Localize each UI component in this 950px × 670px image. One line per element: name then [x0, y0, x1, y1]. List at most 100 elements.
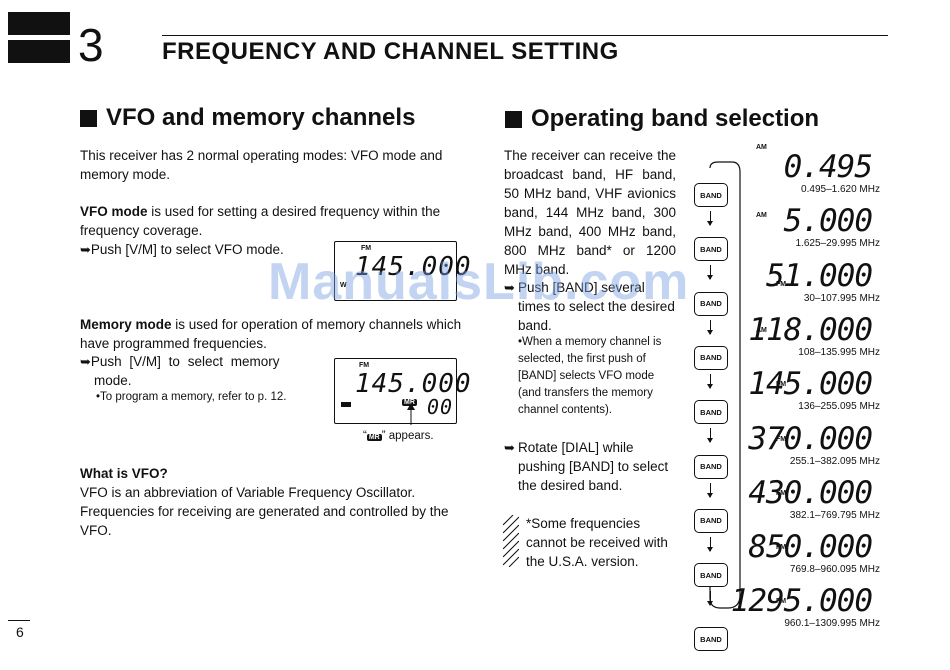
footnote-text: *Some frequencies cannot be received wit…: [526, 516, 668, 569]
mr-icon: MR: [366, 434, 382, 441]
band-mode-label: AM: [756, 326, 767, 334]
mr-appears-caption: “MR” appears.: [363, 428, 434, 446]
vfo-push-instruction: ➥Push [V/M] to select VFO mode.: [80, 240, 330, 259]
page-number: 6: [16, 624, 24, 640]
band-frequency-display: 850.000: [748, 529, 873, 566]
band-frequency-display: 5.000: [783, 203, 873, 240]
band-frequency-display: 145.000: [748, 366, 873, 403]
chapter-tab-top: [8, 12, 70, 35]
memory-program-note: •To program a memory, refer to p. 12.: [96, 391, 287, 403]
band-frequency-display: 0.495: [783, 149, 873, 185]
rotate-dial-text: Rotate [DIAL] while pushing [BAND] to se…: [518, 440, 669, 493]
push-band-instruction: ➥Push [BAND] several times to select the…: [504, 278, 676, 335]
vfo-mode-text: is used for setting a desired frequency …: [80, 204, 441, 238]
rotate-dial-instruction: ➥Rotate [DIAL] while pushing [BAND] to s…: [504, 438, 676, 495]
band-range-label: 108–135.995 MHz: [798, 346, 880, 358]
memory-display-illustration: FM 145.000 MR 00: [334, 358, 471, 424]
down-arrow-icon: [707, 482, 713, 498]
down-arrow-icon: [707, 428, 713, 444]
section-heading-text: Operating band selection: [531, 105, 820, 132]
appears-text: ” appears.: [381, 430, 434, 442]
note-hatch-icon: [503, 515, 519, 567]
chapter-rule: [162, 35, 888, 36]
display-channel: 00: [427, 395, 454, 419]
memory-mode-term: Memory mode: [80, 317, 172, 332]
band-button[interactable]: BAND: [694, 508, 728, 533]
quote-open: “: [363, 430, 367, 442]
arrow-right-icon: ➥: [80, 354, 91, 369]
down-arrow-icon: [707, 591, 713, 607]
vfo-mode-term: VFO mode: [80, 204, 148, 219]
down-arrow-icon: [707, 211, 713, 226]
down-arrow-icon: [707, 319, 713, 335]
band-button[interactable]: BAND: [694, 237, 728, 262]
page-number-rule: [8, 620, 30, 621]
band-button[interactable]: BAND: [694, 345, 728, 370]
watermark-text: ManualsLib.com: [268, 253, 690, 311]
band-button[interactable]: BAND: [694, 563, 728, 588]
bullet-square-icon: [505, 110, 522, 128]
band-range-label: 769.8–960.095 MHz: [789, 564, 880, 576]
band-mode-label: FM: [776, 544, 787, 552]
memory-channel-band-note: •When a memory channel is selected, the …: [518, 336, 662, 416]
down-arrow-icon: [707, 265, 713, 281]
band-mode-label: FM: [776, 435, 787, 443]
arrow-right-icon: ➥: [504, 280, 515, 295]
band-range-label: 30–107.995 MHz: [803, 292, 880, 304]
band-intro-paragraph: The receiver can receive the broadcast b…: [504, 148, 676, 277]
band-frequency-display: 1295.000: [730, 583, 873, 620]
band-frequency-display: 370.000: [748, 420, 873, 457]
display-mode-indicator: FM: [359, 362, 370, 369]
band-range-label: 255.1–382.095 MHz: [789, 455, 880, 467]
arrow-right-icon: ➥: [80, 242, 91, 257]
band-cycle-loop: [709, 161, 741, 609]
arrow-right-icon: ➥: [504, 440, 515, 455]
band-range-label: 960.1–1309.995 MHz: [784, 618, 880, 630]
section-heading-vfo-memory: VFO and memory channels: [80, 104, 415, 132]
section-heading-text: VFO and memory channels: [106, 104, 416, 131]
band-button[interactable]: BAND: [694, 627, 728, 652]
memory-push-instruction: ➥Push [V/M] to select memory mode.: [80, 352, 320, 390]
band-frequency-display: 51.000: [766, 257, 873, 294]
push-band-text: Push [BAND] several times to select the …: [518, 280, 675, 333]
display-frequency: 145.000: [355, 252, 472, 282]
display-side-indicator: W: [340, 282, 347, 289]
band-mode-label: FM: [776, 381, 787, 389]
display-frequency: 145.000: [355, 369, 472, 399]
band-mode-label: AM: [756, 144, 767, 151]
down-arrow-icon: [707, 536, 713, 552]
vfo-display-illustration: FM 145.000 W: [334, 241, 471, 301]
band-range-label: 0.495–1.620 MHz: [801, 184, 880, 195]
band-button[interactable]: BAND: [694, 454, 728, 479]
down-arrow-icon: [707, 373, 713, 389]
band-frequency-display: 118.000: [748, 311, 873, 348]
band-button[interactable]: BAND: [694, 400, 728, 425]
band-button[interactable]: BAND: [694, 291, 728, 316]
band-frequency-display: 430.000: [748, 474, 873, 511]
section-heading-band-selection: Operating band selection: [505, 105, 819, 133]
band-mode-label: FM: [776, 489, 787, 497]
display-bar-icon: [341, 402, 351, 407]
vfo-push-text: Push [V/M] to select VFO mode.: [90, 242, 284, 257]
band-button[interactable]: BAND: [694, 183, 728, 207]
band-mode-label: FM: [776, 280, 787, 288]
memory-push-text: Push [V/M] to select memory: [90, 354, 280, 369]
what-is-vfo-answer: VFO is an abbreviation of Variable Frequ…: [80, 485, 449, 538]
band-range-label: 1.625–29.995 MHz: [795, 238, 880, 250]
memory-mode-text: is used for operation of memory channels…: [80, 317, 462, 351]
mr-pointer-arrow: [407, 403, 415, 425]
memory-push-text-cont: mode.: [94, 373, 132, 388]
chapter-tab-bottom: [8, 40, 70, 63]
mr-indicator: MR: [402, 399, 417, 406]
intro-paragraph: This receiver has 2 normal operating mod…: [80, 148, 443, 182]
bullet-square-icon: [80, 109, 97, 127]
memory-mode-paragraph: Memory mode is used for operation of mem…: [80, 315, 464, 353]
chapter-title: FREQUENCY AND CHANNEL SETTING: [162, 38, 619, 65]
what-is-vfo-heading: What is VFO?: [80, 466, 168, 481]
display-mode-indicator: FM: [361, 245, 372, 252]
band-mode-label: FM: [776, 598, 787, 606]
band-mode-label: AM: [756, 212, 767, 220]
vfo-mode-paragraph: VFO mode is used for setting a desired f…: [80, 202, 464, 240]
band-range-label: 136–255.095 MHz: [798, 401, 880, 413]
band-range-label: 382.1–769.795 MHz: [789, 509, 880, 521]
